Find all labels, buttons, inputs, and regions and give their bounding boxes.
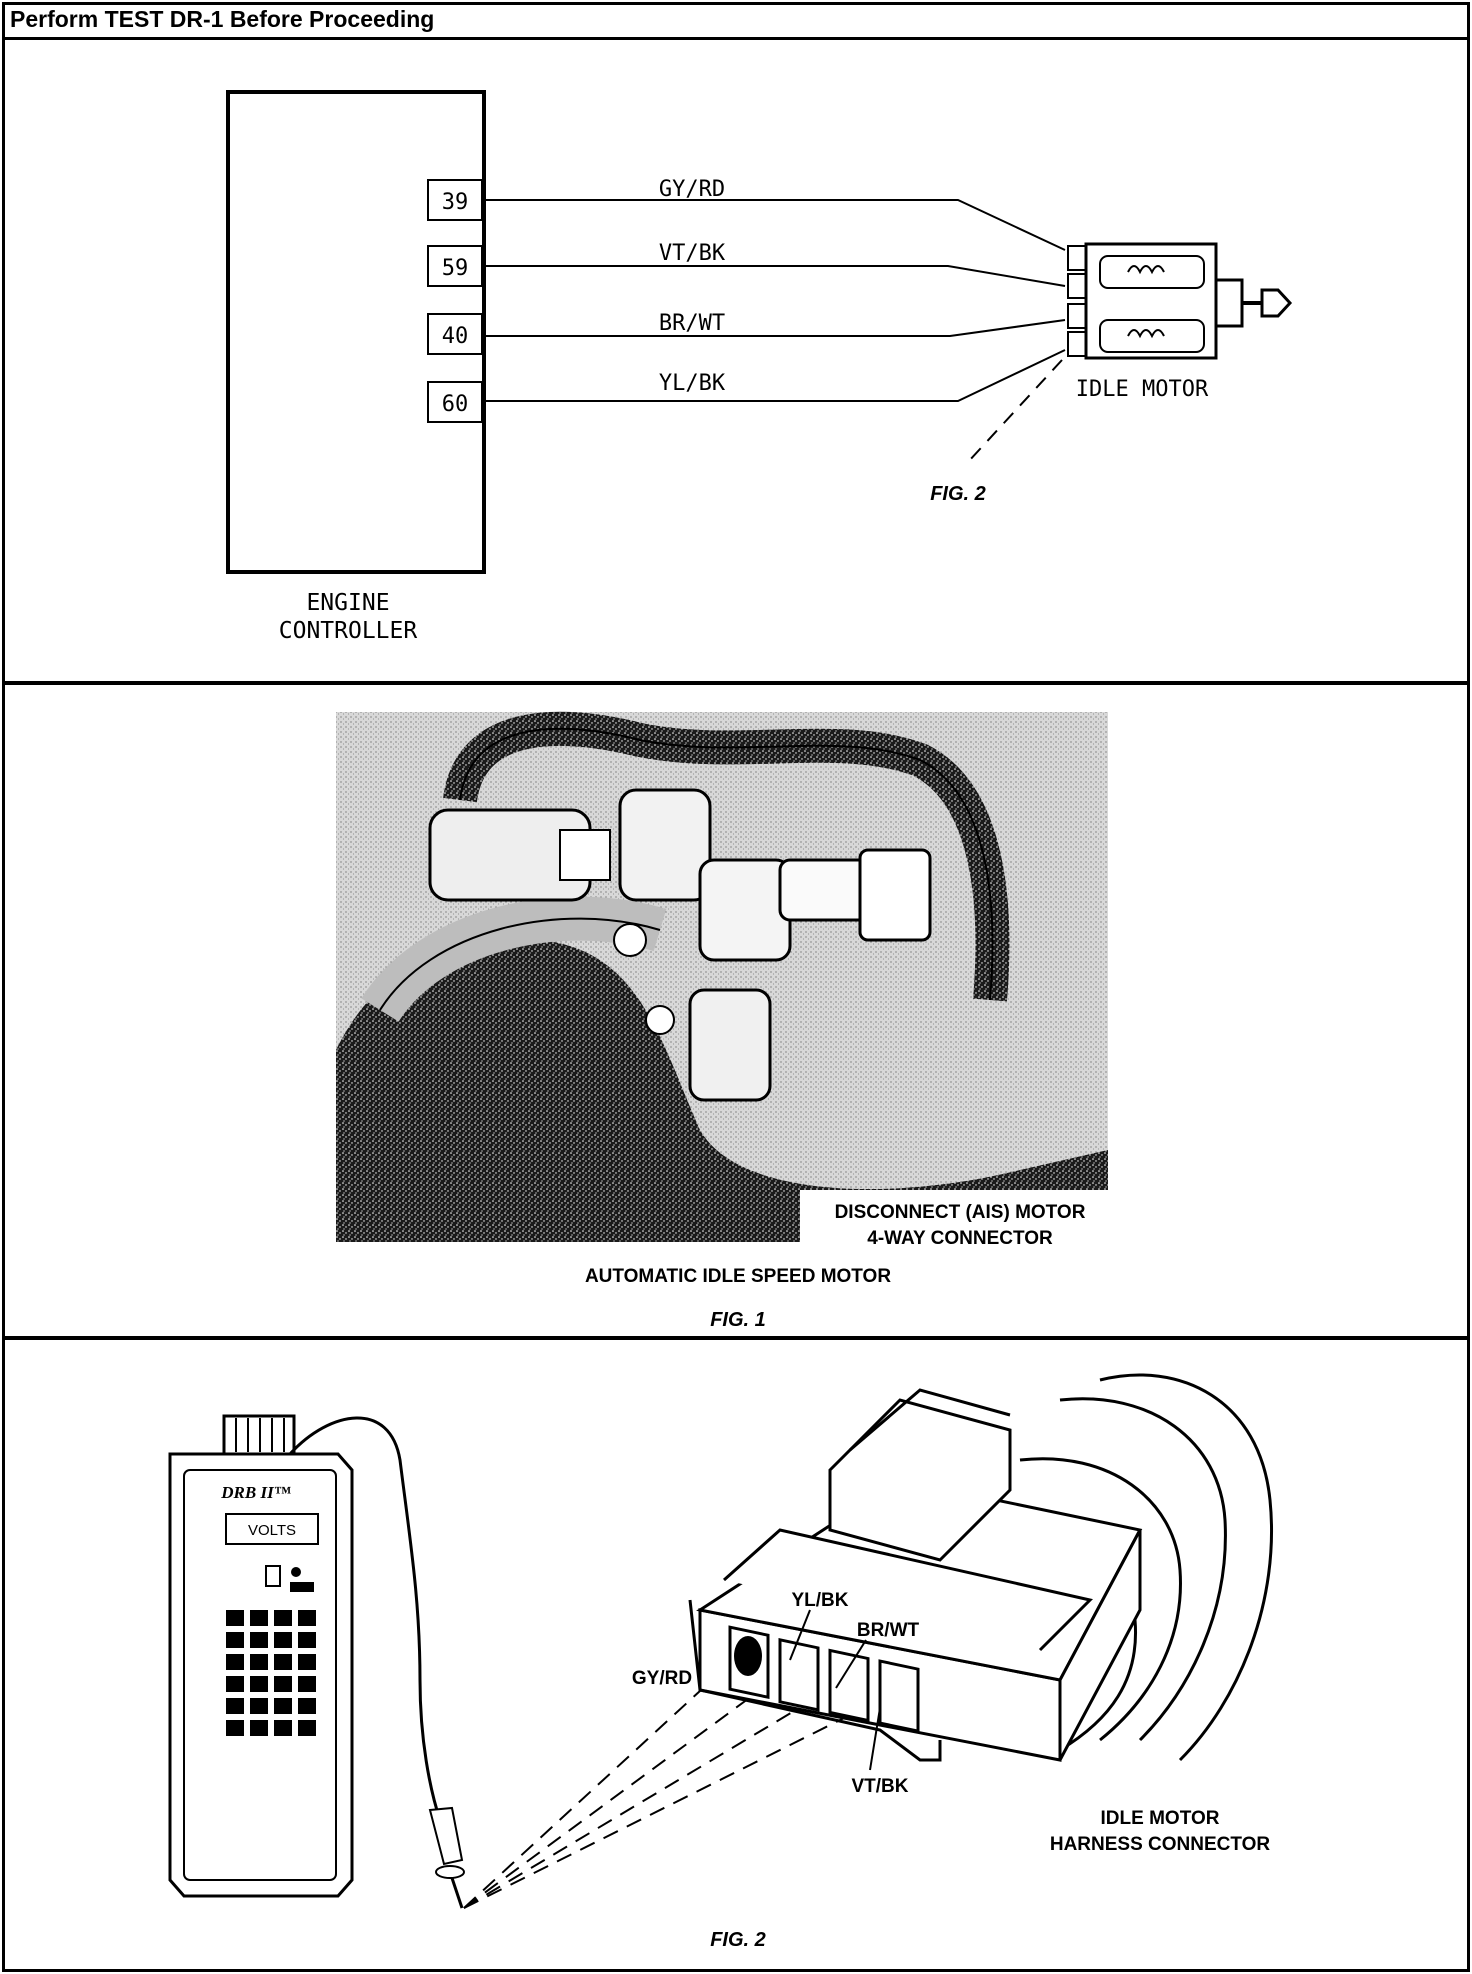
tester-keypad bbox=[226, 1610, 316, 1736]
connector-label-2: HARNESS CONNECTOR bbox=[1050, 1834, 1271, 1855]
wire-label-br-wt: BR/WT bbox=[659, 311, 725, 336]
pin-39: 39 bbox=[427, 179, 483, 221]
photo-caption: AUTOMATIC IDLE SPEED MOTOR bbox=[585, 1266, 891, 1287]
idle-motor-symbol bbox=[1067, 242, 1293, 360]
harness-connector bbox=[688, 1373, 1274, 1762]
connector-label-1: IDLE MOTOR bbox=[1101, 1808, 1220, 1829]
terminal-label-yl-bk: YL/BK bbox=[792, 1590, 849, 1611]
wire-label-vt-bk: VT/BK bbox=[659, 241, 726, 266]
svg-text:60: 60 bbox=[442, 392, 469, 417]
pin-60: 60 bbox=[427, 381, 483, 423]
idle-motor-label: IDLE MOTOR bbox=[1076, 377, 1209, 402]
svg-text:39: 39 bbox=[442, 190, 469, 215]
tester-brand: DRB II™ bbox=[220, 1483, 290, 1502]
drb-tester: DRB II™ VOLTS bbox=[168, 1414, 465, 1909]
fig2-leader bbox=[967, 359, 1063, 463]
engine-photo bbox=[336, 711, 1120, 1256]
page-title: Perform TEST DR-1 Before Proceeding bbox=[10, 6, 435, 32]
svg-text:40: 40 bbox=[442, 324, 469, 349]
wire-label-yl-bk: YL/BK bbox=[659, 371, 726, 396]
pin-59: 59 bbox=[427, 245, 483, 287]
svg-text:59: 59 bbox=[442, 256, 469, 281]
photo-callout-line1: DISCONNECT (AIS) MOTOR bbox=[835, 1202, 1086, 1223]
wire-gy-rd bbox=[482, 199, 1066, 251]
schematic-panel: ENGINE CONTROLLER 39 59 40 60 bbox=[226, 90, 1293, 644]
fig2-reference: FIG. 2 bbox=[930, 483, 986, 505]
connector-fig-label: FIG. 2 bbox=[710, 1929, 766, 1951]
wire-br-wt bbox=[482, 319, 1066, 337]
probe-lines bbox=[463, 1655, 881, 1909]
leader-yl-bk bbox=[789, 1609, 811, 1661]
tester-display: VOLTS bbox=[248, 1522, 296, 1539]
photo-callout-line2: 4-WAY CONNECTOR bbox=[867, 1228, 1053, 1249]
leader-vt-bk bbox=[869, 1707, 881, 1771]
terminal-gy-rd-marker bbox=[734, 1636, 762, 1676]
terminal-label-gy-rd: GY/RD bbox=[632, 1668, 692, 1689]
engine-controller-box bbox=[226, 90, 486, 574]
wire-label-gy-rd: GY/RD bbox=[659, 177, 725, 202]
photo-fig-label: FIG. 1 bbox=[710, 1309, 766, 1331]
controller-label-1: ENGINE bbox=[306, 590, 389, 616]
leader-br-wt bbox=[835, 1639, 867, 1689]
controller-label-2: CONTROLLER bbox=[279, 618, 418, 644]
wire-yl-bk bbox=[482, 349, 1066, 402]
terminal-label-br-wt: BR/WT bbox=[857, 1620, 920, 1641]
terminal-label-vt-bk: VT/BK bbox=[852, 1776, 909, 1797]
wire-vt-bk bbox=[482, 265, 1066, 287]
header-bar: Perform TEST DR-1 Before Proceeding bbox=[2, 2, 1470, 40]
pin-40: 40 bbox=[427, 313, 483, 355]
